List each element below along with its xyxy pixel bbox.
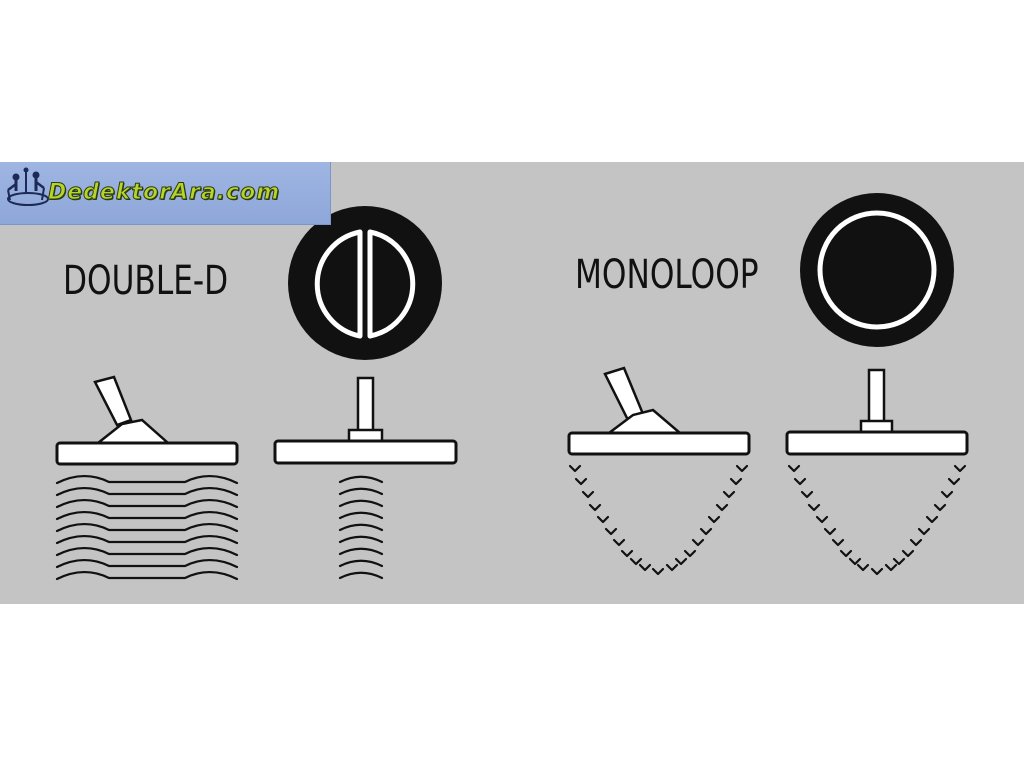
site-logo-banner[interactable]: DedektorAra.com [0, 162, 331, 225]
monoloop-label: MONOLOOP [575, 252, 759, 298]
double-d-coil-icon [288, 206, 442, 360]
monoloop-field-cone [568, 464, 749, 576]
double-d-field-waves [55, 475, 239, 581]
double-d-side-coil-vertical [273, 376, 458, 465]
monoloop-side-coil-vertical [785, 368, 969, 456]
double-d-side-coil [55, 375, 239, 466]
detector-figures-icon [7, 167, 49, 206]
monoloop-side-coil [567, 366, 751, 456]
monoloop-field-cone-vertical [787, 464, 967, 576]
double-d-label: DOUBLE-D [63, 258, 229, 304]
double-d-field-narrow [338, 475, 384, 580]
site-logo-text: DedektorAra.com [47, 180, 281, 206]
monoloop-coil-icon [800, 193, 954, 347]
